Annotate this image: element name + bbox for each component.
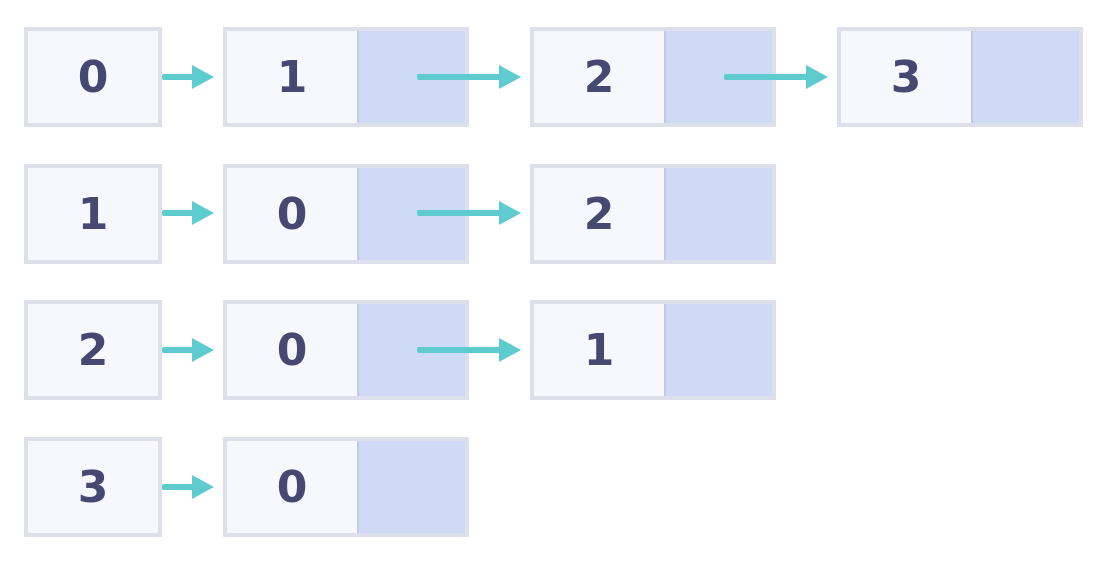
head-node-3: 3 [24,437,162,537]
arrow [417,65,521,89]
list-node: 2 [530,164,776,264]
next-pointer-cell [664,168,772,260]
head-node-label: 3 [77,461,109,513]
head-node-2: 2 [24,300,162,400]
head-node-1: 1 [24,164,162,264]
arrow [162,65,214,89]
list-node: 1 [530,300,776,400]
arrow [417,201,521,225]
list-node-label: 2 [583,188,615,240]
list-node-label: 2 [583,51,615,103]
head-node-0: 0 [24,27,162,127]
list-node-label: 1 [583,324,615,376]
next-pointer-cell [971,31,1079,123]
list-node: 0 [223,437,469,537]
head-node-label: 0 [77,51,109,103]
next-pointer-cell [664,304,772,396]
list-node-label: 1 [276,51,308,103]
arrow [417,338,521,362]
list-node-label: 0 [276,324,308,376]
list-node-label: 3 [890,51,922,103]
list-node: 0 [223,164,469,264]
arrow [162,475,214,499]
list-node-label: 0 [276,461,308,513]
head-node-label: 2 [77,324,109,376]
head-node-label: 1 [77,188,109,240]
arrow [724,65,828,89]
list-node-label: 0 [276,188,308,240]
arrow [162,338,214,362]
list-node: 3 [837,27,1083,127]
next-pointer-cell [357,441,465,533]
arrow [162,201,214,225]
list-node: 0 [223,300,469,400]
